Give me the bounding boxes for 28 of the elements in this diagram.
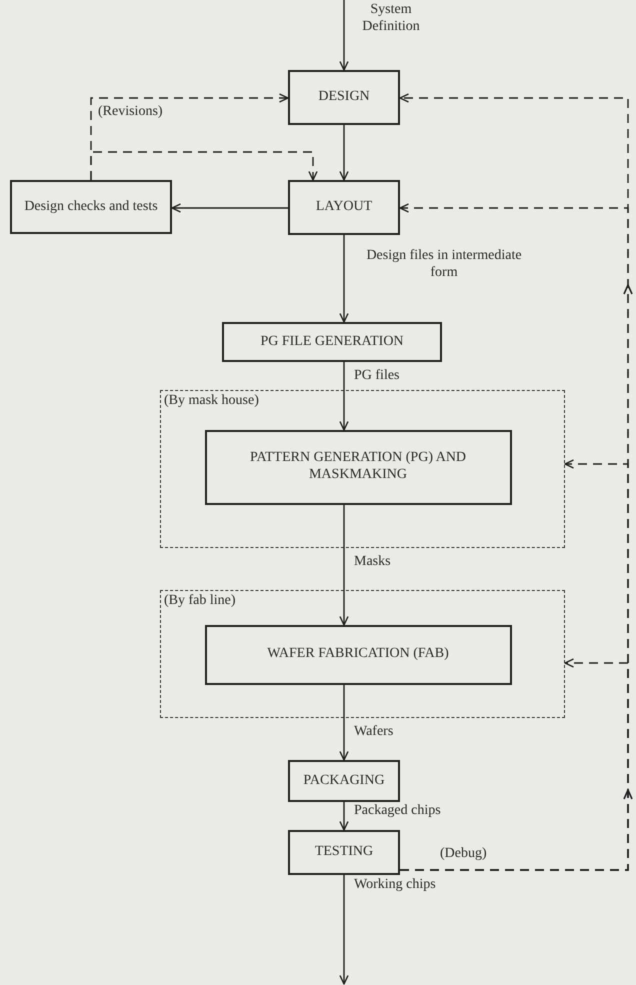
process-box: DESIGN xyxy=(288,70,400,125)
process-box: PACKAGING xyxy=(288,760,400,802)
edge-label: Packaged chips xyxy=(352,803,443,820)
dashed-arrow xyxy=(400,658,629,871)
arrow xyxy=(339,0,349,71)
process-box: WAFER FABRICATION (FAB) xyxy=(204,624,512,684)
process-box: PATTERN GENERATION (PG) AND MASKMAKING xyxy=(204,430,512,504)
process-box: TESTING xyxy=(288,830,400,875)
process-box: Design checks and tests xyxy=(10,180,172,234)
arrow xyxy=(339,685,349,761)
arrow xyxy=(339,362,349,431)
group-heading: (By mask house) xyxy=(164,393,259,409)
arrow xyxy=(171,203,288,213)
edge-label: (Revisions) xyxy=(96,104,165,121)
process-box: LAYOUT xyxy=(288,180,400,235)
edge-label: Working chips xyxy=(352,877,438,894)
dashed-group-box xyxy=(160,590,565,718)
arrow xyxy=(339,125,349,181)
arrow xyxy=(339,802,349,831)
dashed-arrow xyxy=(90,151,318,181)
input-label: System Definition xyxy=(344,2,428,36)
arrow xyxy=(339,875,349,985)
edge-label: (Debug) xyxy=(438,846,489,863)
arrow xyxy=(339,505,349,626)
arrow xyxy=(339,235,349,323)
group-heading: (By fab line) xyxy=(164,593,236,609)
process-box: PG FILE GENERATION xyxy=(222,322,442,362)
dashed-group-box xyxy=(160,390,565,548)
